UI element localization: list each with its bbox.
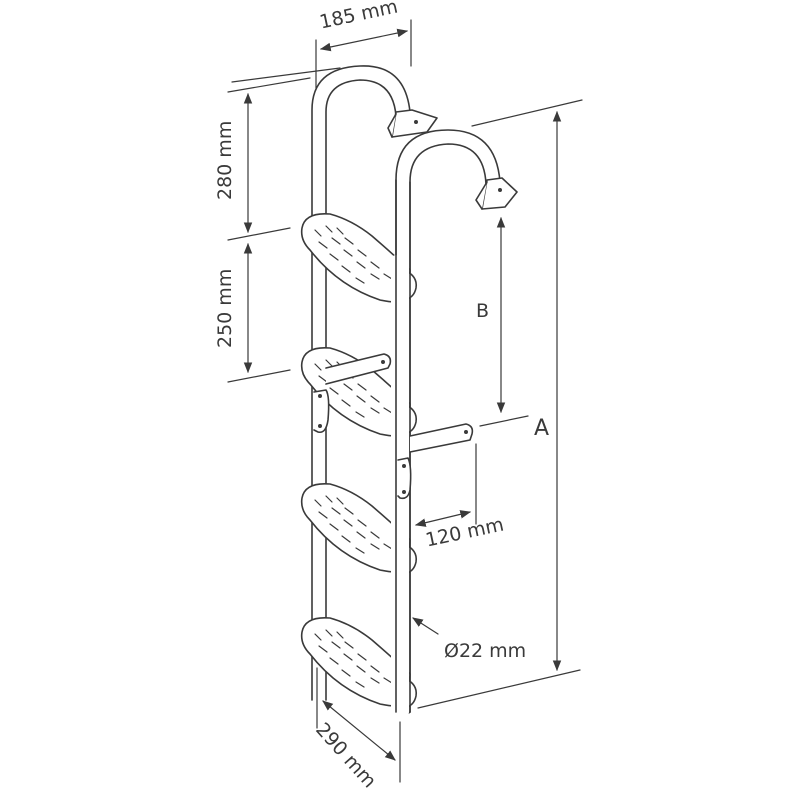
standoff-lower	[409, 423, 474, 453]
left-rail	[311, 65, 411, 701]
label-diameter: Ø22 mm	[444, 640, 527, 662]
dim-diameter	[412, 617, 439, 635]
label-b: B	[476, 300, 490, 322]
hook-bracket-right	[475, 177, 518, 210]
dim-hook-height	[227, 77, 311, 383]
hook-bracket-left	[387, 109, 438, 138]
dim-b	[479, 216, 529, 427]
standoff-upper	[325, 353, 392, 385]
hinge-left	[313, 389, 330, 434]
hinge-right	[397, 457, 412, 500]
label-hook-height: 280 mm	[214, 120, 236, 200]
dim-standoff	[414, 443, 477, 527]
dim-step-width	[316, 667, 401, 783]
dim-hook-width	[231, 19, 412, 89]
label-step-spacing: 250 mm	[214, 268, 236, 348]
right-rail-front	[391, 179, 411, 718]
dim-a	[417, 99, 583, 709]
label-a: A	[534, 416, 550, 441]
